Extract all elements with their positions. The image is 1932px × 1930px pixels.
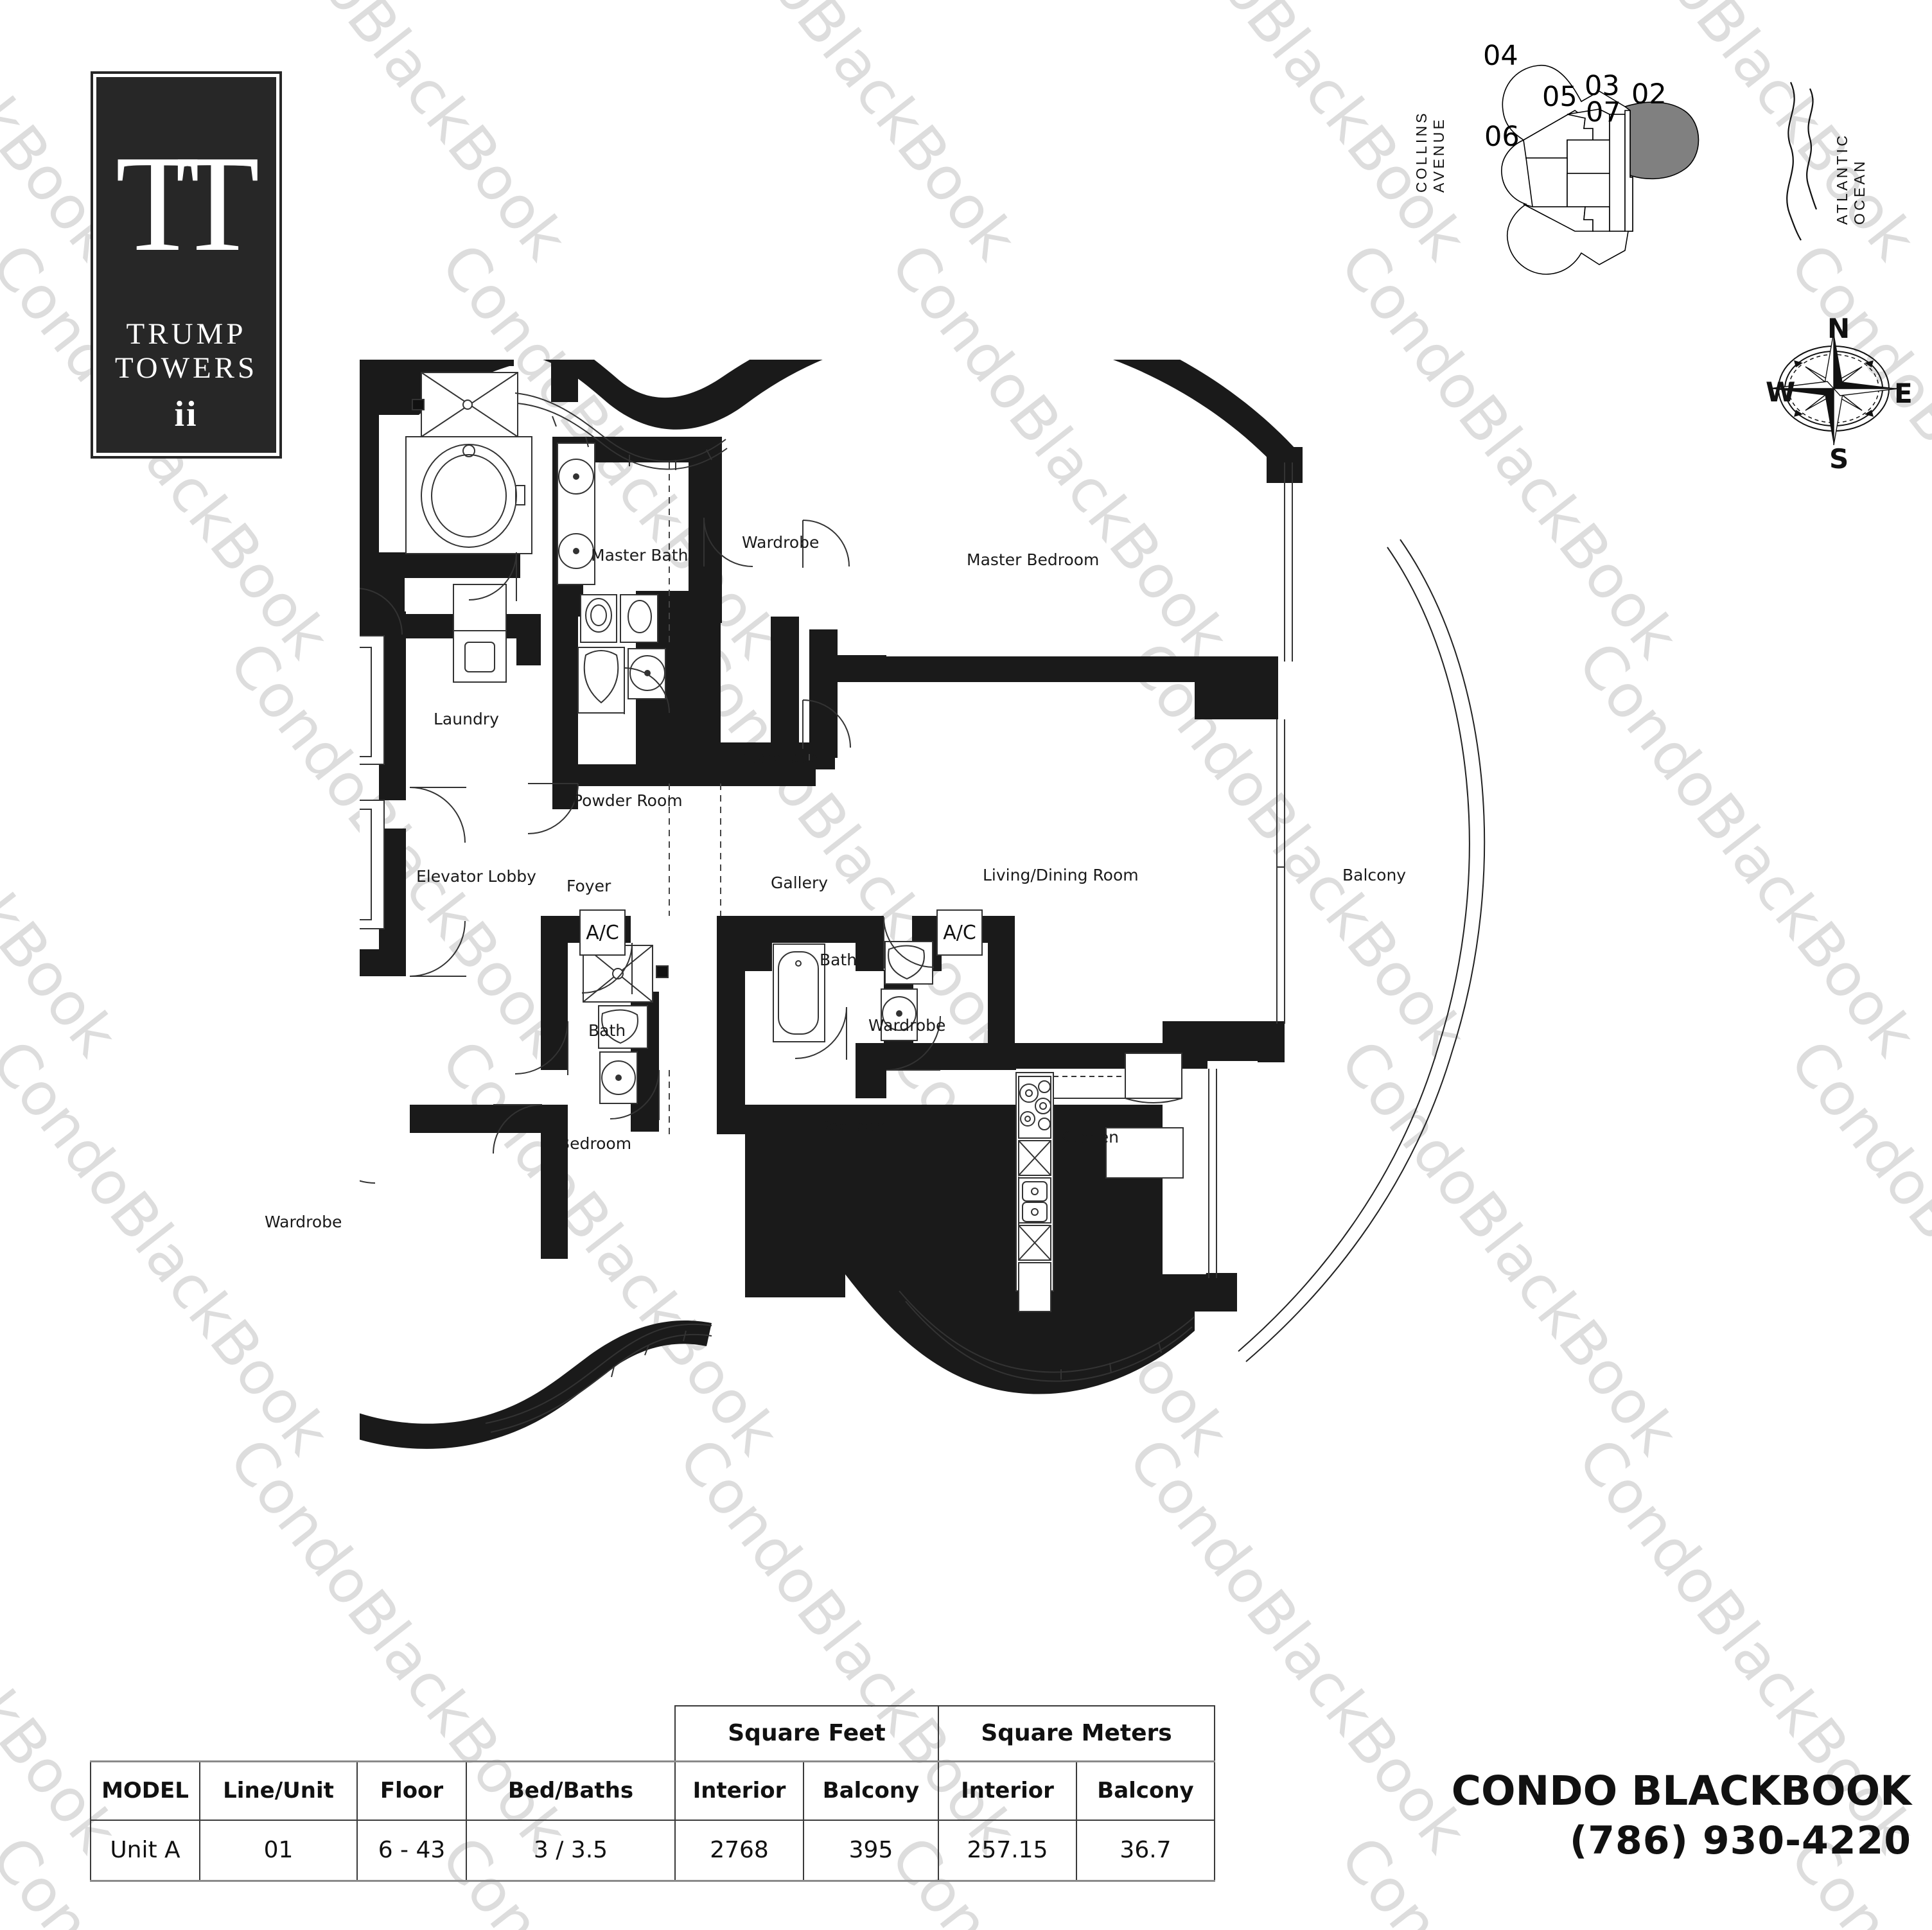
watermark-text: CondoBlackBook [0,629,131,1069]
room-label-wardrobe-master-2: Wardrobe [742,748,820,767]
keyplate-unit-06: 06 [1484,121,1520,153]
col-header-sqft-interior: Interior [674,1760,804,1821]
brand-phone: (786) 930-4220 [1569,1818,1911,1863]
condo-blackbook-brand: CONDO BLACKBOOK (786) 930-4220 [1452,1768,1911,1863]
keyplate-unit-02: 02 [1631,78,1667,110]
keyplate-unit-07: 07 [1586,96,1621,128]
room-label-master-bedroom: Master Bedroom [967,550,1100,569]
group-header-square-meters: Square Meters [938,1705,1215,1762]
room-label-bedroom-3: Bedroom [559,1134,632,1153]
group-header-square-feet: Square Feet [674,1705,939,1762]
room-label-living-dining-room: Living/Dining Room [983,866,1139,884]
col-header-line-unit: Line/Unit [199,1760,358,1821]
watermark-text: CondoBlackBook [665,0,1030,273]
floor-plan-drawing: Master Bath Wardrobe Master Bedroom Laun… [225,301,1509,1516]
spec-table-element: Square Feet Square Meters MODEL Line/Uni… [90,1705,1215,1882]
table-row: Unit A 01 6 - 43 3 / 3.5 2768 395 257.15… [90,1820,1215,1882]
cell-model: Unit A [90,1820,200,1882]
cell-line-unit: 01 [199,1820,358,1882]
keyplate-unit-03: 03 [1585,70,1620,102]
floor-plan-svg [225,301,1486,1449]
room-label-elevator-lobby: Elevator Lobby [416,867,536,886]
col-header-sqm-balcony: Balcony [1076,1760,1215,1821]
room-label-powder-room: Powder Room [573,791,683,810]
ocean-wave-icon [1786,82,1818,241]
ac-closet-left: A/C [579,909,626,956]
col-header-model: MODEL [90,1760,200,1821]
room-label-kitchen: Kitchen [1058,1128,1119,1146]
room-label-laundry: Laundry [434,710,499,728]
room-label-wardrobe-master-1: Wardrobe [742,533,820,552]
cell-sqm-balcony: 36.7 [1076,1820,1215,1882]
trump-towers-logo: TT TRUMP TOWERS ii [91,71,282,459]
room-label-wardrobe-bedroom-2: Wardrobe [868,1016,946,1035]
cell-bed-baths: 3 / 3.5 [466,1820,676,1882]
col-header-sqm-interior: Interior [938,1760,1077,1821]
cell-sqm-interior: 257.15 [938,1820,1077,1882]
room-label-balcony: Balcony [1342,866,1407,884]
room-label-bath-secondary: Bath [588,1021,626,1040]
logo-line-trump: TRUMP [126,317,247,351]
room-label-master-bath: Master Bath [591,546,689,565]
compass-rose-icon [1769,331,1899,446]
ac-closet-right: A/C [936,909,983,956]
compass-west-label: W [1766,376,1796,408]
building-keyplate-diagram [1501,65,1699,275]
unit-spec-table: Square Feet Square Meters MODEL Line/Uni… [90,1705,1215,1882]
cell-sqft-interior: 2768 [674,1820,804,1882]
compass-north-label: N [1827,313,1850,344]
compass-south-label: S [1829,443,1849,475]
col-header-sqft-balcony: Balcony [803,1760,939,1821]
room-label-bath-gallery: Bath [820,951,857,969]
room-label-foyer: Foyer [566,877,611,895]
watermark-text: CondoBlackBook [1564,629,1929,1069]
table-group-header-row: Square Feet Square Meters [91,1705,1215,1762]
keyplate-unit-04: 04 [1483,40,1518,72]
tt-monogram-icon: TT [115,127,260,280]
col-header-floor: Floor [356,1760,467,1821]
watermark-text: CondoBlackBook [1776,1028,1932,1468]
logo-sub-ii: ii [174,394,198,435]
keyplate-unit-01: 01 [1695,77,1730,109]
room-label-gallery: Gallery [771,873,829,892]
brand-name: CONDO BLACKBOOK [1451,1768,1911,1814]
logo-line-towers: TOWERS [114,351,258,385]
watermark-text: CondoBlackBook [0,1028,343,1468]
room-label-bedroom-2: Bedroom [818,1116,891,1135]
cell-sqft-balcony: 395 [803,1820,939,1882]
table-column-header-row: MODEL Line/Unit Floor Bed/Baths Interior… [90,1760,1215,1821]
col-header-bed-baths: Bed/Baths [466,1760,676,1821]
keyplate-unit-05: 05 [1542,81,1577,113]
room-label-wardrobe-bedroom-3: Wardrobe [265,1213,342,1231]
compass-east-label: E [1894,378,1913,409]
cell-floor: 6 - 43 [356,1820,467,1882]
